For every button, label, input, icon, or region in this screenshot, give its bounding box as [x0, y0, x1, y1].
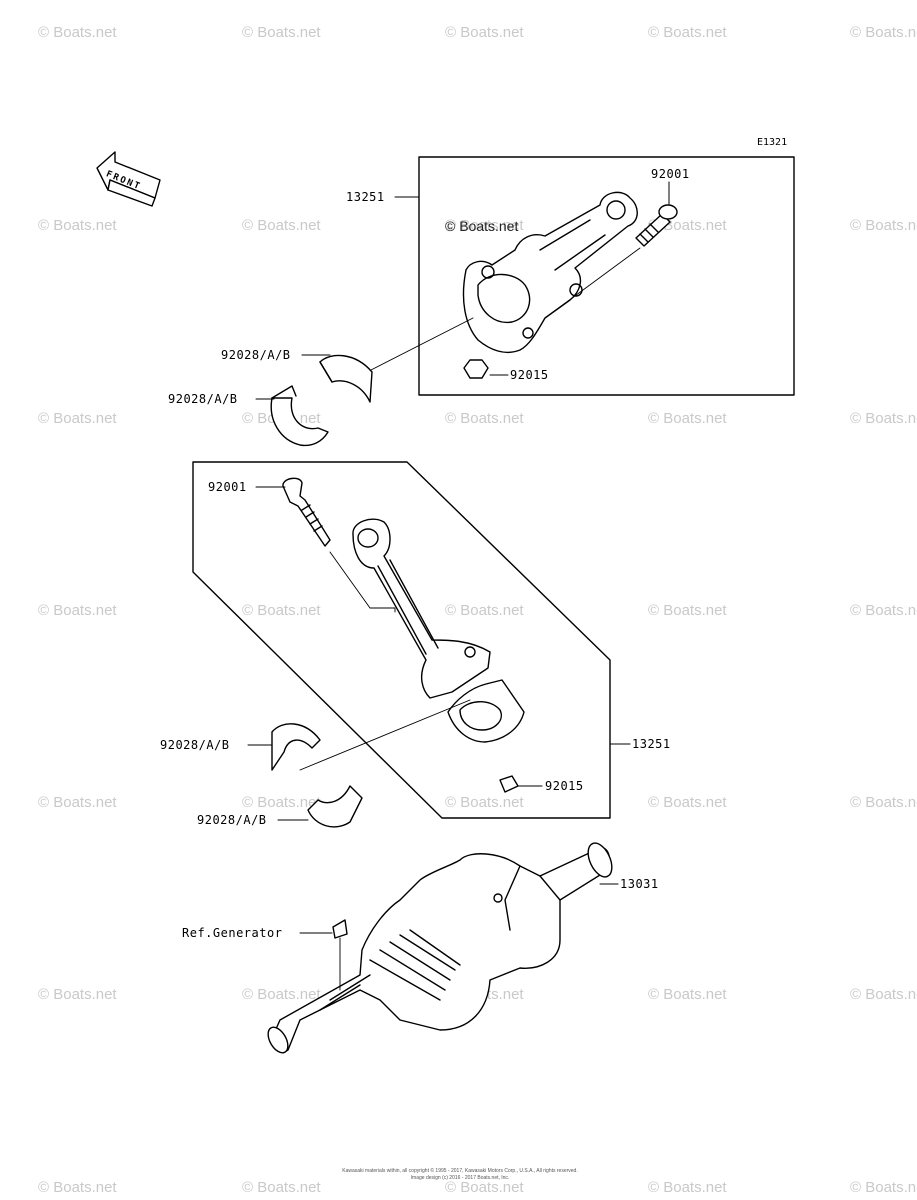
crankshaft [267, 842, 613, 1054]
watermark-text: © Boats.net [445, 602, 524, 619]
diagram-code: E1321 [757, 137, 788, 148]
watermark-text: © Boats.net [850, 602, 917, 619]
top-assembly-box [418, 156, 795, 396]
watermark-text: © Boats.net [850, 1179, 917, 1196]
watermark-text: © Boats.net [38, 217, 117, 234]
watermark-text: © Boats.net [850, 24, 917, 41]
watermark-text: © Boats.net [648, 24, 727, 41]
part-label-top-92028a: 92028/A/B [221, 348, 291, 362]
watermark-text: © Boats.net [648, 794, 727, 811]
watermark-text: © Boats.net [648, 1179, 727, 1196]
part-label-mid-13251: 13251 [632, 737, 671, 751]
watermark-text: © Boats.net [850, 410, 917, 427]
top-bearing-shell-a [319, 354, 373, 403]
mid-bearing-shell-b [307, 785, 363, 828]
front-arrow-icon [96, 151, 161, 207]
part-label-mid-92028a: 92028/A/B [160, 738, 230, 752]
footer-copyright: Kawasaki materials within, all copyright… [342, 1168, 578, 1174]
part-label-mid-92001: 92001 [208, 480, 247, 494]
part-label-mid-92015: 92015 [545, 779, 584, 793]
watermark-text: © Boats.net [242, 602, 321, 619]
watermark-text: © Boats.net [242, 217, 321, 234]
watermark-text: © Boats.net [242, 24, 321, 41]
part-label-ref-generator: Ref.Generator [182, 926, 283, 940]
watermark-text: © Boats.net [242, 794, 321, 811]
watermark-text: © Boats.net [850, 986, 917, 1003]
mid-nut [499, 775, 519, 793]
watermark-text: © Boats.net [850, 794, 917, 811]
woodruff-key [332, 919, 348, 939]
top-bearing-shell-b [270, 385, 329, 447]
part-label-top-92015: 92015 [510, 368, 549, 382]
mid-connecting-rod [352, 518, 491, 699]
watermark-text: © Boats.net [242, 1179, 321, 1196]
watermark-text: © Boats.net [648, 986, 727, 1003]
top-bolt [635, 204, 678, 247]
top-nut [463, 359, 489, 379]
mid-bolt [282, 477, 331, 547]
watermark-text: © Boats.net [445, 217, 524, 234]
watermark-text: © Boats.net [38, 794, 117, 811]
watermark-text: © Boats.net [445, 1179, 524, 1196]
watermark-text: © Boats.net [445, 794, 524, 811]
part-label-top-13251: 13251 [346, 190, 385, 204]
watermark-text: © Boats.net [38, 1179, 117, 1196]
watermark-text: © Boats.net [38, 986, 117, 1003]
watermark-text: © Boats.net [38, 24, 117, 41]
top-connecting-rod [462, 191, 638, 354]
watermark-text: © Boats.net [850, 217, 917, 234]
watermark-text: © Boats.net [242, 986, 321, 1003]
watermark-text: © Boats.net [38, 410, 117, 427]
mid-rod-cap [447, 679, 525, 743]
part-label-top-92001: 92001 [651, 167, 690, 181]
part-label-top-92028b: 92028/A/B [168, 392, 238, 406]
watermark-text: © Boats.net [648, 602, 727, 619]
part-label-mid-92028b: 92028/A/B [197, 813, 267, 827]
mid-bearing-shell-a [271, 723, 321, 771]
watermark-text: © Boats.net [648, 410, 727, 427]
watermark-text: © Boats.net [445, 410, 524, 427]
watermark-text: © Boats.net [445, 24, 524, 41]
footer-image-credit: Image design (c) 2016 - 2017 Boats.net, … [410, 1175, 510, 1181]
watermark-text: © Boats.net [38, 602, 117, 619]
inline-watermark: © Boats.net [445, 218, 519, 234]
part-label-crankshaft: 13031 [620, 877, 659, 891]
mid-assembly-box [192, 461, 611, 819]
